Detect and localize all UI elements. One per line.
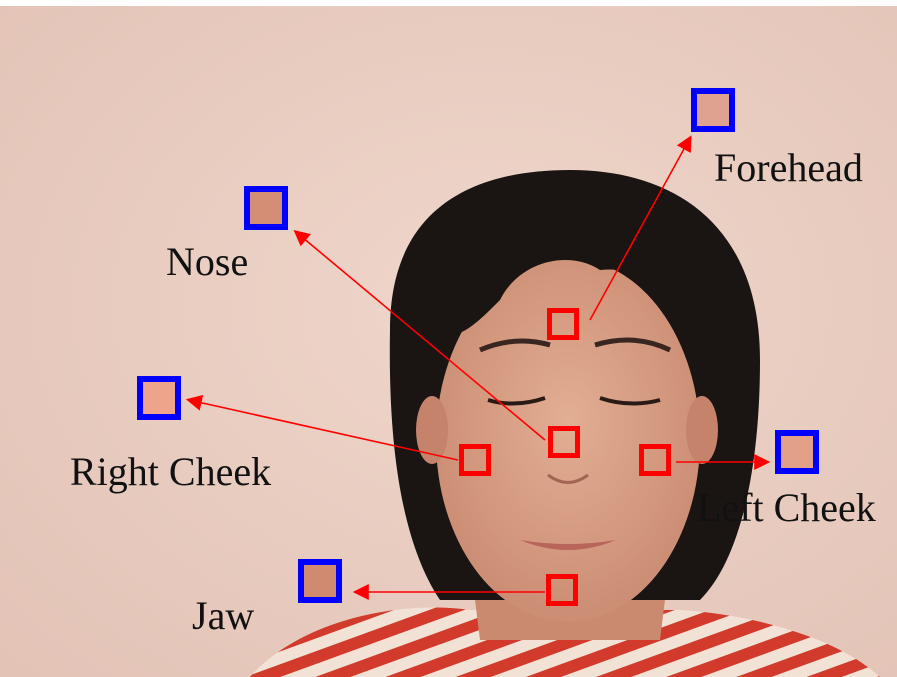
arrow-forehead	[589, 135, 692, 321]
forehead-label: Forehead	[714, 145, 863, 190]
mouth	[520, 540, 616, 550]
eyebrow-right	[479, 338, 551, 353]
nose-shape	[547, 473, 589, 484]
nose-patch-box	[244, 186, 288, 230]
face	[436, 258, 700, 622]
left-cheek-roi-box	[639, 444, 671, 476]
nose-roi-box	[548, 426, 580, 458]
forehead-roi-box	[547, 308, 579, 340]
forehead-patch-box	[691, 88, 735, 132]
left-cheek-patch-fill	[779, 434, 815, 470]
right-cheek-roi-box	[459, 444, 491, 476]
nose-patch-fill	[248, 190, 284, 226]
jaw-patch-fill	[302, 563, 338, 599]
right-cheek-patch-fill	[141, 380, 177, 416]
eyebrow-left	[594, 337, 672, 353]
left-cheek-label: Left Cheek	[697, 485, 876, 530]
eye-right-closed	[487, 396, 546, 406]
right-cheek-patch-box	[137, 376, 181, 420]
bangs	[425, 209, 735, 335]
arrow-nose	[293, 229, 546, 441]
right-ear	[686, 396, 718, 464]
top-border	[0, 0, 897, 6]
shirt	[250, 607, 880, 677]
arrow-right-cheek	[185, 394, 459, 461]
jaw-roi-box	[546, 574, 578, 606]
jaw-patch-box	[298, 559, 342, 603]
left-ear	[416, 396, 448, 464]
forehead-patch-fill	[695, 92, 731, 128]
jaw-label: Jaw	[192, 593, 255, 638]
right-cheek-label: Right Cheek	[70, 449, 272, 494]
nose-label: Nose	[166, 239, 249, 284]
left-cheek-patch-box	[775, 430, 819, 474]
eye-left-closed	[599, 396, 661, 406]
